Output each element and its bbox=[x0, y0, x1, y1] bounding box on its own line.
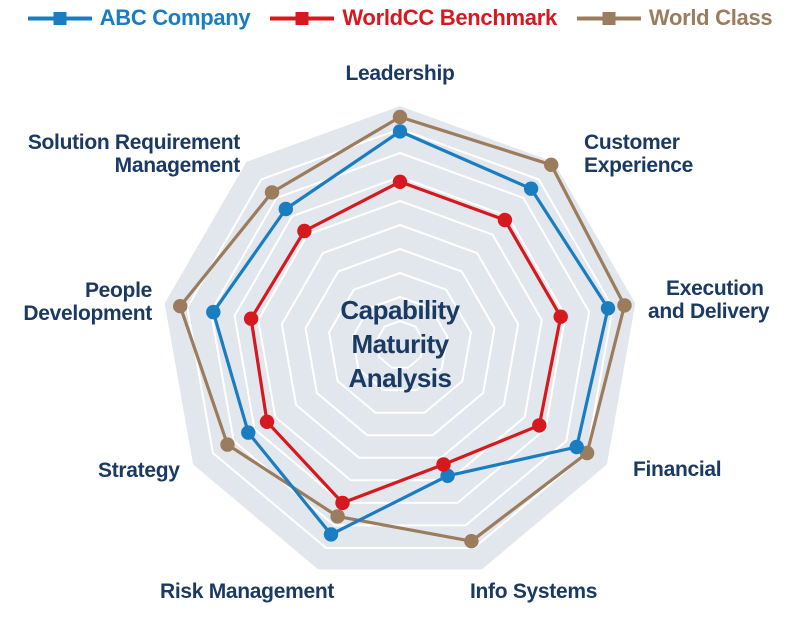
legend-label: World Class bbox=[648, 5, 773, 30]
radar-grid-ring bbox=[328, 271, 472, 414]
line-marker-icon bbox=[576, 10, 641, 27]
axis-label-financial: Financial bbox=[633, 458, 722, 481]
radar-grid-ring bbox=[375, 319, 425, 369]
series-line-world-class bbox=[178, 115, 627, 543]
axis-label-risk-management: Risk Management bbox=[160, 580, 335, 603]
data-point-world-class-solution-requirement-management bbox=[264, 185, 280, 200]
axis-label-execution-and-delivery: Execution and Delivery bbox=[648, 277, 770, 323]
legend-item-abc-company: ABC Company bbox=[27, 5, 251, 31]
data-point-worldcc-benchmark-people-development bbox=[243, 311, 259, 326]
radar-grid-ring bbox=[209, 151, 591, 527]
data-point-abc-company-people-development bbox=[206, 304, 221, 320]
chart-title: Capability Maturity Analysis bbox=[340, 295, 460, 393]
radar-grid bbox=[162, 103, 638, 572]
line-marker-icon bbox=[270, 10, 335, 27]
line-marker-icon bbox=[27, 10, 92, 27]
data-point-abc-company-leadership bbox=[392, 124, 408, 139]
chart-legend: ABC Company WorldCC Benchmark World Clas… bbox=[0, 5, 800, 31]
data-point-worldcc-benchmark-financial bbox=[532, 418, 547, 433]
data-point-world-class-info-systems bbox=[464, 534, 479, 549]
data-point-abc-company-risk-management bbox=[323, 527, 339, 542]
data-point-abc-company-customer-experience bbox=[523, 181, 539, 196]
legend-item-world-class: World Class bbox=[576, 5, 773, 31]
data-point-abc-company-execution-and-delivery bbox=[600, 301, 616, 316]
axis-label-people-development: People Development bbox=[23, 279, 152, 325]
radar-grid-ring bbox=[233, 175, 567, 504]
data-point-worldcc-benchmark-customer-experience bbox=[497, 212, 513, 228]
series-line-worldcc-benchmark bbox=[249, 180, 563, 505]
series-worldcc-benchmark bbox=[243, 174, 568, 511]
legend-label: ABC Company bbox=[99, 5, 251, 30]
radar-grid-ring bbox=[351, 295, 449, 392]
radar-grid-ring bbox=[304, 247, 496, 437]
data-point-abc-company-info-systems bbox=[440, 468, 455, 483]
axis-label-customer-experience: Customer Experience bbox=[584, 131, 694, 177]
series-abc-company bbox=[206, 124, 616, 542]
axis-label-leadership: Leadership bbox=[345, 62, 455, 85]
data-point-worldcc-benchmark-strategy bbox=[259, 414, 275, 429]
legend-label: WorldCC Benchmark bbox=[342, 5, 557, 30]
series-world-class bbox=[173, 109, 632, 549]
data-point-world-class-financial bbox=[579, 445, 595, 461]
radar-grid-outer-ring bbox=[162, 103, 638, 572]
radar-grid-ring bbox=[280, 223, 520, 459]
axis-label-strategy: Strategy bbox=[98, 459, 180, 482]
series-line-abc-company bbox=[211, 129, 610, 537]
data-point-worldcc-benchmark-execution-and-delivery bbox=[553, 309, 568, 324]
data-point-world-class-risk-management bbox=[330, 509, 345, 524]
data-point-world-class-leadership bbox=[392, 109, 408, 125]
legend-item-worldcc-benchmark: WorldCC Benchmark bbox=[270, 5, 557, 31]
data-point-abc-company-financial bbox=[569, 439, 584, 455]
data-point-abc-company-solution-requirement-management bbox=[278, 201, 293, 217]
data-point-world-class-strategy bbox=[220, 437, 235, 452]
data-point-world-class-execution-and-delivery bbox=[617, 298, 632, 313]
data-point-worldcc-benchmark-risk-management bbox=[335, 495, 350, 511]
data-point-world-class-people-development bbox=[173, 299, 188, 314]
data-point-worldcc-benchmark-info-systems bbox=[436, 457, 451, 472]
radar-grid-ring bbox=[186, 127, 614, 549]
data-point-abc-company-strategy bbox=[241, 425, 256, 440]
data-point-worldcc-benchmark-leadership bbox=[392, 174, 408, 189]
data-point-world-class-customer-experience bbox=[544, 157, 559, 172]
axis-label-info-systems: Info Systems bbox=[470, 580, 598, 603]
axis-label-solution-requirement-management: Solution Requirement Management bbox=[27, 131, 240, 177]
data-point-worldcc-benchmark-solution-requirement-management bbox=[297, 223, 312, 239]
